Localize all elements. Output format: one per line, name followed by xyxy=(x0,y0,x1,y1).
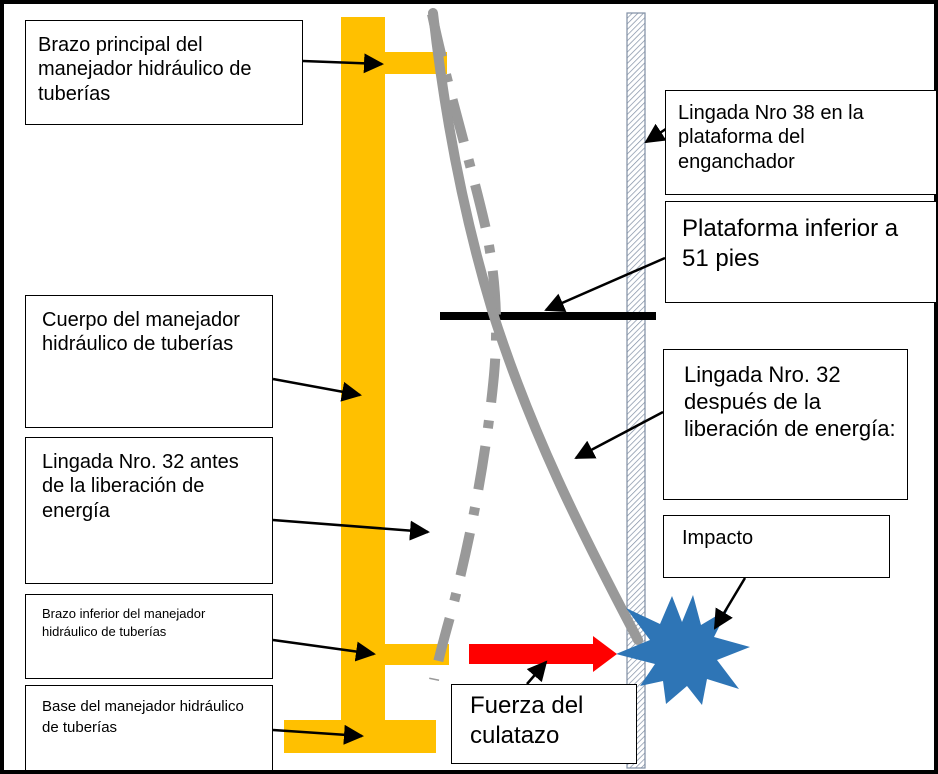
handler-body-column xyxy=(341,17,385,735)
stand-38-bar xyxy=(626,12,646,769)
impact-leader xyxy=(713,577,747,630)
kick-force-arrow xyxy=(469,636,617,672)
lower-platform-label: Plataforma inferior a 51 pies xyxy=(665,201,937,303)
stand-32-before-leader xyxy=(272,518,430,541)
handler-main-arm xyxy=(385,52,447,74)
main-arm-leader xyxy=(302,53,384,74)
base-leader xyxy=(272,724,364,745)
kick-force-leader xyxy=(526,660,548,685)
stand-32-before-label: Lingada Nro. 32 antes de la liberación d… xyxy=(25,437,273,584)
stand-32-after-pipe xyxy=(428,8,643,645)
stand-32-after-label: Lingada Nro. 32 después de la liberación… xyxy=(663,349,908,500)
main-arm-label: Brazo principal del manejador hidráulico… xyxy=(25,20,303,125)
impact-label: Impacto xyxy=(663,515,890,578)
lower-arm-label: Brazo inferior del manejador hidráulico … xyxy=(25,594,273,679)
body-label: Cuerpo del manejador hidráulico de tuber… xyxy=(25,295,273,428)
stand-38-label: Lingada Nro 38 en la plataforma del enga… xyxy=(665,90,937,195)
lower-platform-leader xyxy=(544,256,666,312)
body-leader xyxy=(272,377,362,402)
stand-32-before-pipe xyxy=(427,12,502,681)
lower-arm-leader xyxy=(272,638,376,662)
handler-lower-arm xyxy=(385,644,449,665)
kick-force-label: Fuerza del culatazo xyxy=(451,684,637,764)
base-label: Base del manejador hidráulico de tubería… xyxy=(25,685,273,771)
stand-32-after-leader xyxy=(574,410,664,460)
